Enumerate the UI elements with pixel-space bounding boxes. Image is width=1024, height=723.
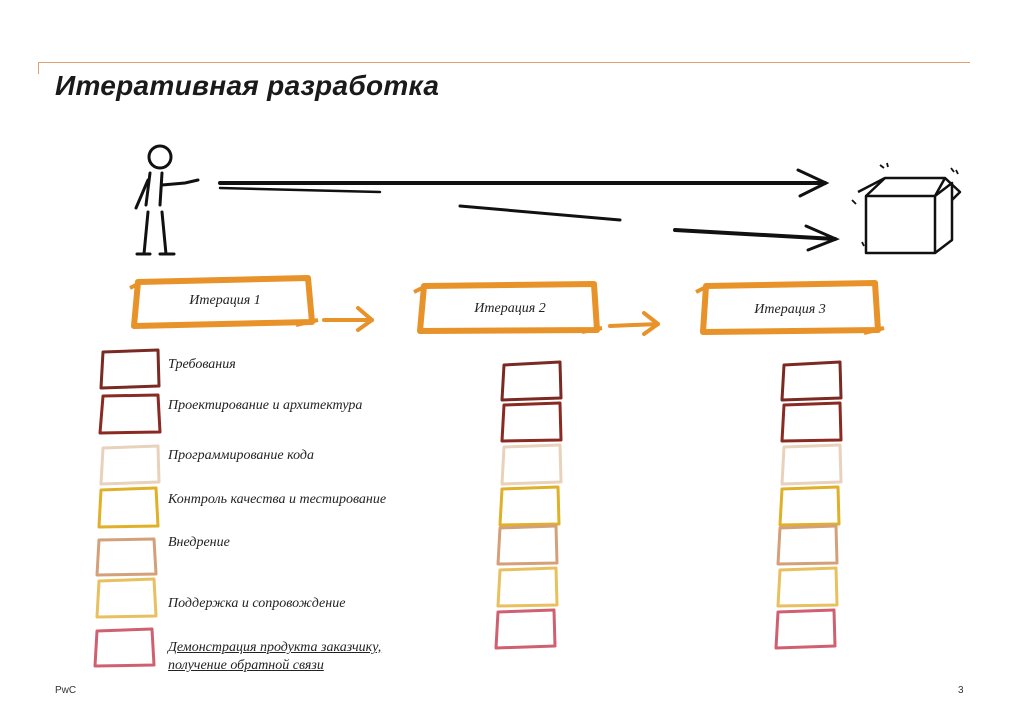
iteration-frame-2 xyxy=(413,281,603,334)
legend-swatch-deployment xyxy=(95,537,158,577)
stick-figure-icon xyxy=(134,144,200,256)
legend-label-demo-line1: Демонстрация продукта заказчику, xyxy=(168,640,382,655)
legend-swatch-support xyxy=(95,577,158,619)
legend-label-requirements: Требования xyxy=(168,357,236,372)
legend-swatch-architecture xyxy=(98,393,162,435)
box-icon xyxy=(851,162,962,255)
iteration-3-stack xyxy=(774,360,843,650)
legend-swatch-qa xyxy=(97,486,160,529)
legend-swatch-coding xyxy=(99,444,161,486)
arrow-icon xyxy=(218,168,840,252)
iteration-frame-3 xyxy=(695,280,885,335)
legend-swatches xyxy=(93,348,162,668)
iteration-frame-1 xyxy=(129,275,319,329)
footer-brand: PwC xyxy=(55,685,77,696)
legend-label-architecture: Проектирование и архитектура xyxy=(168,398,363,413)
top-rule xyxy=(38,62,970,63)
legend-label-qa: Контроль качества и тестирование xyxy=(168,492,387,507)
iteration-label-1: Итерация 1 xyxy=(189,293,261,308)
arrow-icon xyxy=(322,306,660,336)
legend-swatch-requirements xyxy=(99,348,161,390)
legend-label-deployment: Внедрение xyxy=(168,535,230,550)
legend-label-coding: Программирование кода xyxy=(168,448,314,463)
iteration-label-2: Итерация 2 xyxy=(474,301,546,316)
iteration-2-stack xyxy=(494,360,563,650)
legend-label-support: Поддержка и сопровождение xyxy=(168,596,346,611)
iteration-label-3: Итерация 3 xyxy=(754,302,826,317)
page-title: Итеративная разработка xyxy=(55,70,440,101)
legend-swatch-demo xyxy=(93,627,156,668)
top-rule-tick xyxy=(38,62,39,74)
page-number: 3 xyxy=(958,685,964,696)
legend-label-demo-line2: получение обратной связи xyxy=(168,658,324,673)
legend-label-demo: Демонстрация продукта заказчику, получен… xyxy=(168,639,381,675)
